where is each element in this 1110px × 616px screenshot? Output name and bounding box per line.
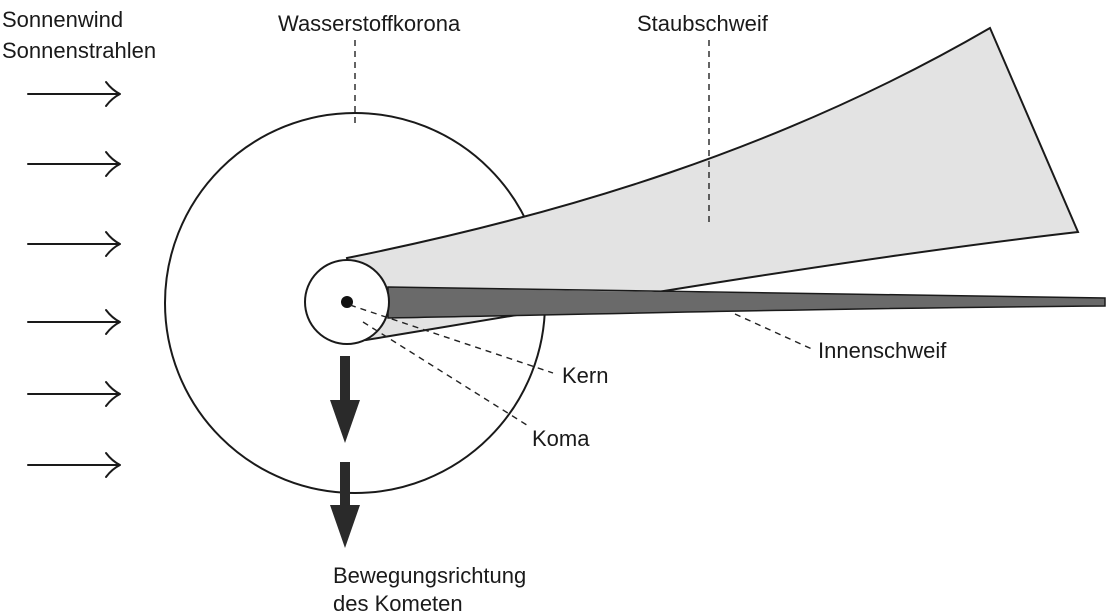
- solar-wind-arrow: [28, 152, 120, 176]
- solar-wind-arrow: [28, 310, 120, 334]
- solar-wind-arrow: [28, 82, 120, 106]
- motion-arrow: [330, 462, 360, 548]
- corona-label: Wasserstoffkorona: [278, 11, 461, 36]
- coma-label: Koma: [532, 426, 590, 451]
- motion-direction-label: Bewegungsrichtung: [333, 563, 526, 588]
- solar-wind-arrow: [28, 232, 120, 256]
- inner-tail-leader-line: [735, 314, 814, 350]
- motion-arrow: [330, 356, 360, 443]
- dust-tail-label: Staubschweif: [637, 11, 769, 36]
- nucleus-dot: [341, 296, 353, 308]
- inner-tail-label: Innenschweif: [818, 338, 947, 363]
- motion-direction-arrows: [330, 356, 360, 548]
- solar-wind-arrows: [28, 82, 120, 477]
- solar-rays-label: Sonnenstrahlen: [2, 38, 156, 63]
- solar-wind-arrow: [28, 382, 120, 406]
- motion-direction-label-line2: des Kometen: [333, 591, 463, 616]
- inner-tail-shape: [388, 287, 1105, 318]
- solar-wind-arrow: [28, 453, 120, 477]
- solar-wind-label: Sonnenwind: [2, 7, 123, 32]
- nucleus-label: Kern: [562, 363, 608, 388]
